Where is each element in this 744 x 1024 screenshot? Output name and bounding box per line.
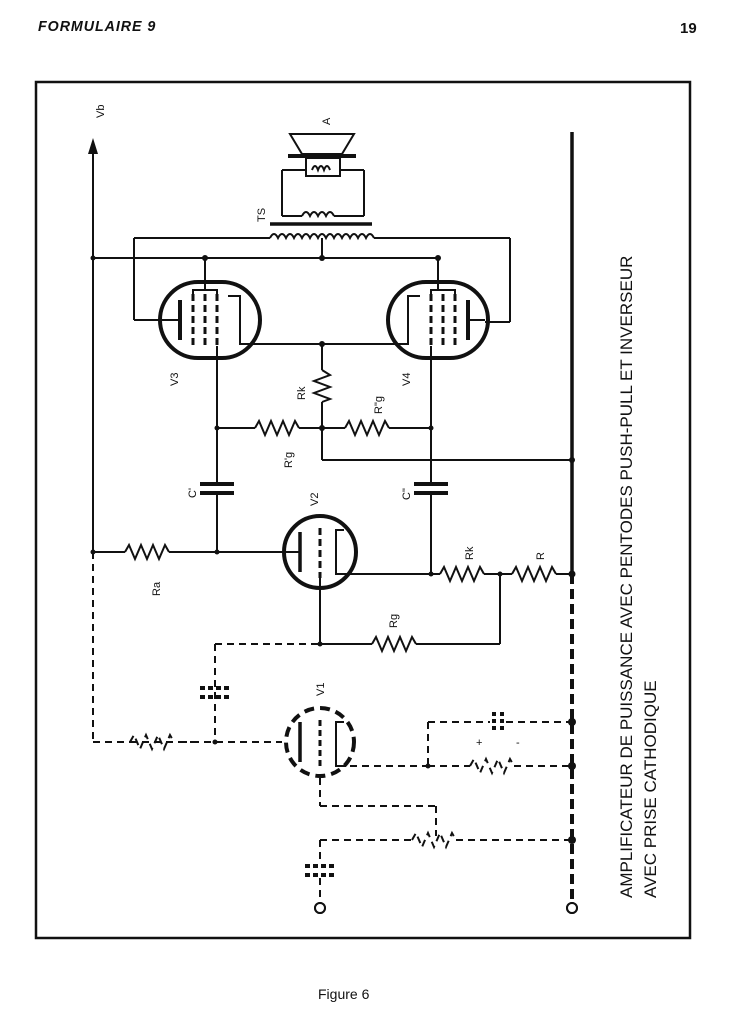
label-c-double-prime: C" [401, 488, 413, 500]
preamp-stage-dashed [129, 643, 576, 914]
label-v2: V2 [309, 493, 321, 506]
label-v1: V1 [315, 683, 327, 696]
label-rg-double-prime: R"g [373, 396, 385, 414]
label-v3: V3 [169, 373, 181, 386]
input-terminal [314, 902, 326, 914]
resistor-r [500, 564, 572, 584]
label-minus: - [516, 737, 520, 749]
ground-rail [566, 132, 578, 914]
label-rk-inverter: Rk [464, 546, 476, 560]
label-vb: Vb [95, 105, 107, 118]
resistor-rk-inverter [439, 564, 500, 584]
resistor-rg-double-prime [322, 418, 431, 438]
diagram-title-line1: AMPLIFICATEUR DE PUISSANCE AVEC PENTODES… [617, 256, 636, 898]
resistor-rk-output [311, 344, 333, 460]
label-rk-output: Rk [296, 386, 308, 400]
capacitor-c-prime [200, 428, 234, 552]
label-plus: + [476, 737, 482, 749]
label-ts: TS [256, 208, 268, 222]
ground-terminal [566, 902, 578, 914]
figure-frame [34, 80, 692, 940]
tube-v3 [158, 258, 262, 428]
running-header: FORMULAIRE 9 [38, 18, 157, 35]
label-ra: Ra [151, 581, 163, 596]
figure-caption: Figure 6 [318, 986, 370, 1002]
diagram-title-line2: AVEC PRISE CATHODIQUE [641, 680, 660, 898]
resistor-ra [93, 542, 286, 562]
label-r: R [535, 552, 547, 560]
label-rg-prime: R'g [283, 452, 295, 468]
tube-v4 [386, 258, 490, 428]
page-number: 19 [680, 20, 697, 37]
resistor-rg-inverter [320, 574, 501, 654]
tube-v2 [282, 514, 358, 644]
label-a: A [321, 117, 333, 125]
label-c-prime: C' [187, 488, 199, 498]
loudspeaker [288, 133, 356, 177]
supply-rail [88, 138, 130, 743]
capacitor-c-double-prime [414, 428, 448, 574]
resistor-rg-prime [217, 418, 322, 438]
output-transformer [133, 169, 511, 323]
label-rg-inverter: Rg [388, 614, 400, 628]
label-v4: V4 [401, 373, 413, 386]
